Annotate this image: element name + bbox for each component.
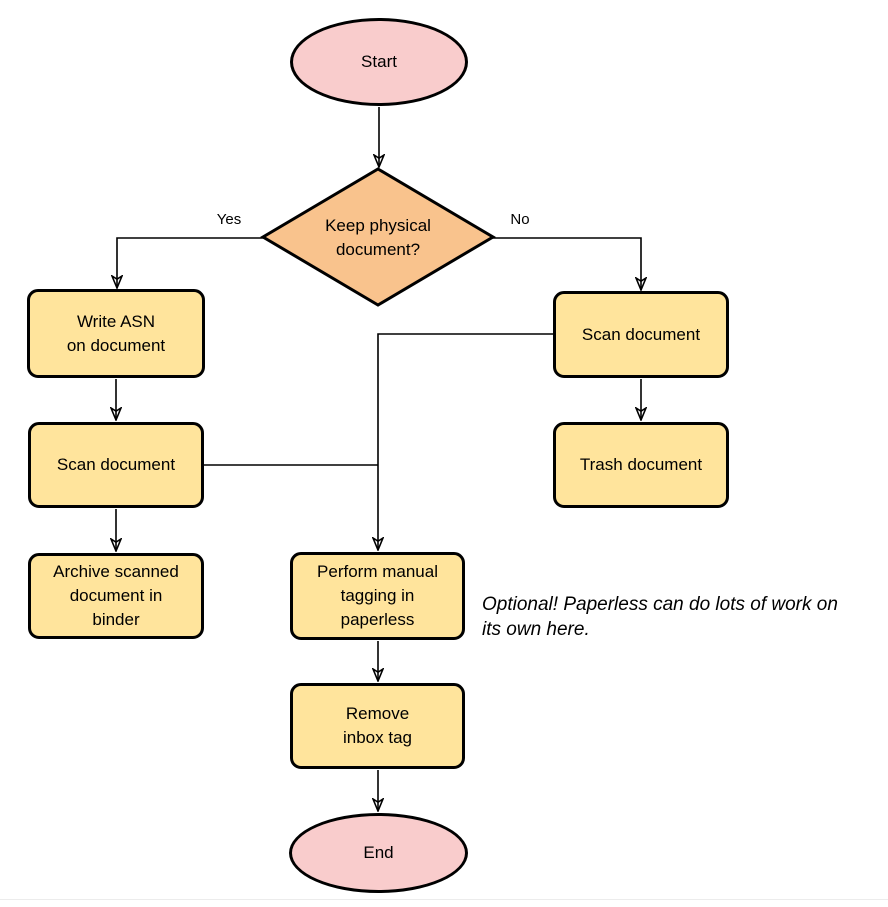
node-end: End: [289, 813, 468, 893]
node-remove-inbox-tag: Remove inbox tag: [290, 683, 465, 769]
node-scan-document-right: Scan document: [553, 291, 729, 378]
node-remove-inbox-tag-label: Remove inbox tag: [343, 704, 412, 747]
edge-decision-no-branch: [492, 237, 641, 290]
node-scan-document-right-label: Scan document: [581, 324, 701, 344]
node-write-asn-label: Write ASN on document: [66, 311, 166, 355]
node-archive-binder-label: Archive scanned document in binder: [53, 562, 179, 629]
note-text: Optional! Paperless can do lots of work …: [482, 594, 838, 640]
node-write-asn: Write ASN on document: [27, 289, 205, 378]
edge-label-no: No: [510, 211, 530, 228]
node-scan-document-left: Scan document: [28, 422, 204, 508]
bottom-divider: [0, 899, 888, 900]
node-end-label: End: [363, 843, 394, 862]
edge-decision-yes-branch: [117, 237, 264, 288]
node-manual-tagging: Perform manual tagging in paperless: [290, 552, 465, 640]
node-decision-label: Keep physical document?: [325, 216, 431, 259]
node-start-label: Start: [361, 52, 397, 71]
node-trash-document: Trash document: [553, 422, 729, 508]
node-start: Start: [290, 18, 468, 106]
edge-label-yes: Yes: [216, 211, 242, 228]
node-trash-document-label: Trash document: [579, 455, 703, 474]
node-archive-binder: Archive scanned document in binder: [28, 553, 204, 639]
node-scan-document-left-label: Scan document: [56, 455, 176, 474]
edge-scanright-to-tagging: [378, 333, 553, 550]
node-manual-tagging-label: Perform manual tagging in paperless: [317, 562, 438, 629]
decision-shape: [260, 167, 496, 307]
